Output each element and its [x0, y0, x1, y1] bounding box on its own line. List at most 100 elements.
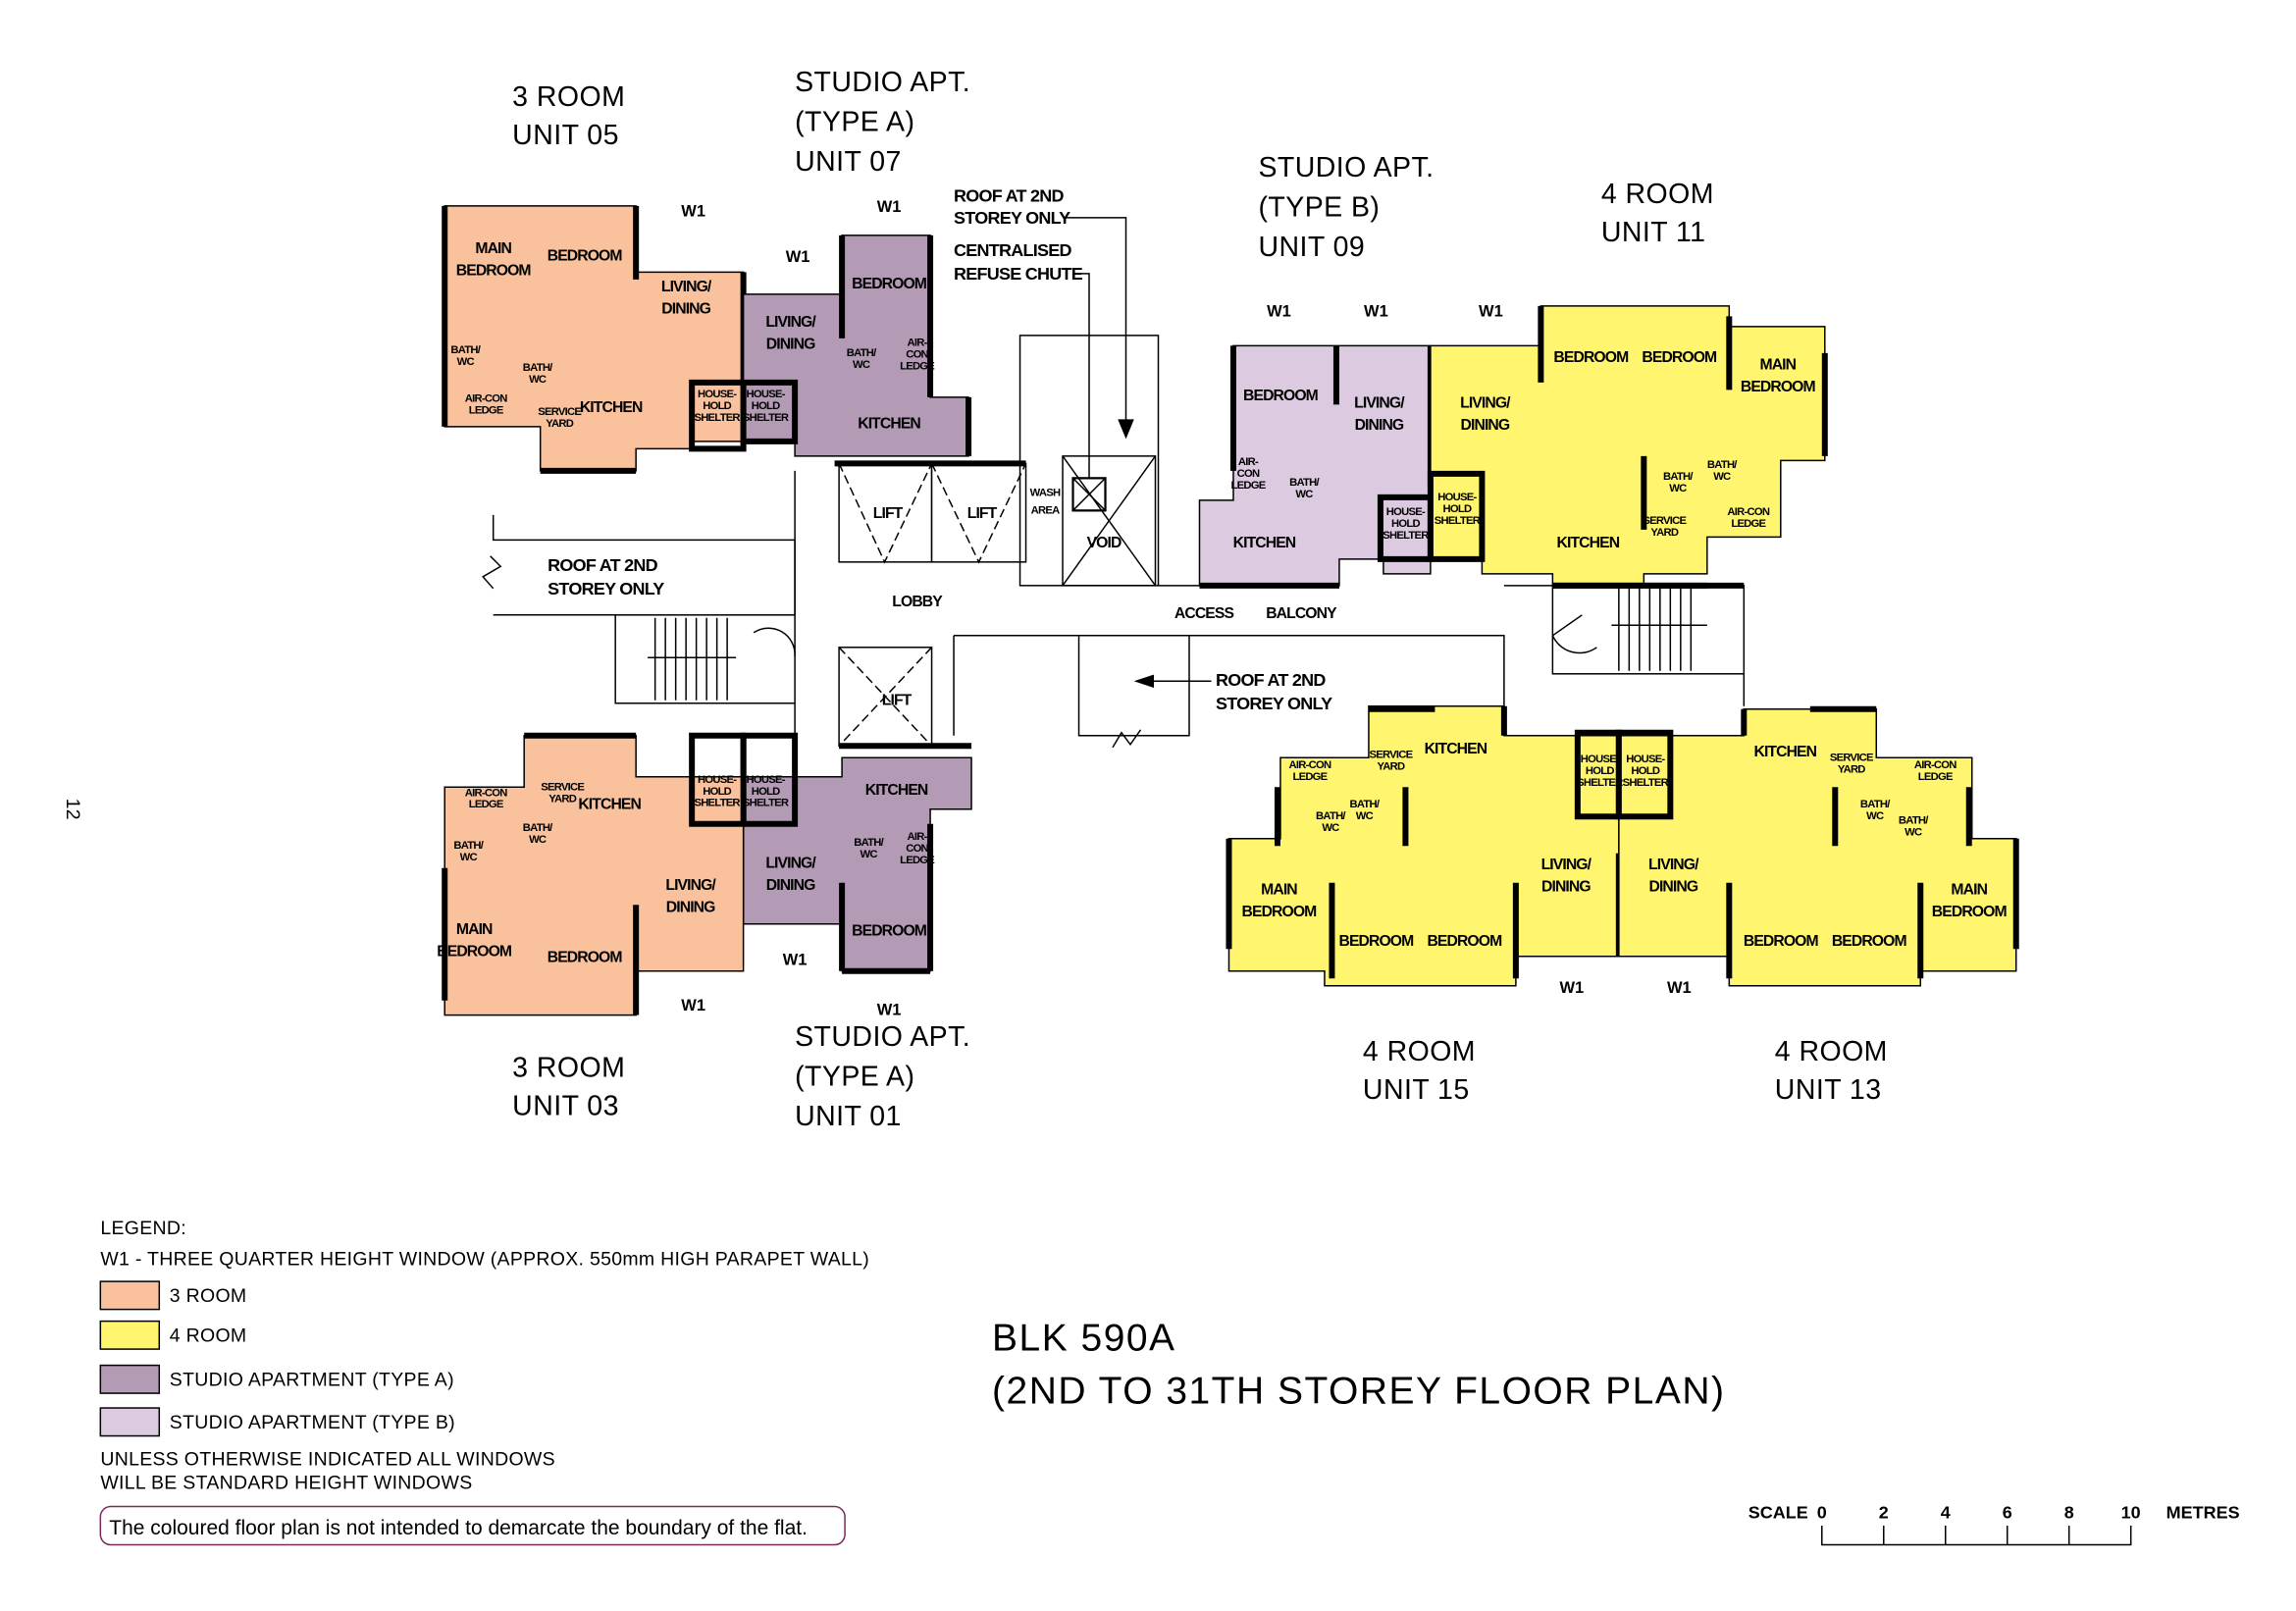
unit-title: STUDIO APT.(TYPE A)UNIT 01 — [795, 1021, 970, 1132]
scale-unit: METRES — [2166, 1503, 2240, 1523]
room-label: BATH/WC — [523, 362, 553, 386]
window-w1-tag: W1 — [681, 202, 705, 220]
plan-subtitle: (2ND TO 31TH STOREY FLOOR PLAN) — [992, 1371, 1725, 1413]
scale-tick: 8 — [2064, 1503, 2074, 1523]
scale-label: SCALE — [1748, 1503, 1808, 1523]
room-label: BATH/WC — [1860, 799, 1891, 822]
window-w1-tag: W1 — [1560, 979, 1585, 997]
wall — [740, 732, 934, 974]
room-label: BEDROOM — [548, 247, 623, 264]
room-label: BATH/WC — [450, 344, 481, 368]
room-label: KITCHEN — [1425, 741, 1487, 757]
legend-swatch — [99, 1320, 161, 1350]
scale-tick: 4 — [1941, 1503, 1951, 1523]
unit-shapes — [442, 205, 2019, 1016]
wall — [442, 732, 747, 1015]
disclaimer-text: The coloured floor plan is not intended … — [109, 1517, 808, 1539]
unit-u15-area — [1227, 705, 1620, 987]
legend-w1-description: W1 - THREE QUARTER HEIGHT WINDOW (APPROX… — [100, 1249, 869, 1271]
room-label: BEDROOM — [1553, 349, 1629, 366]
room-label: BATH/WC — [523, 822, 553, 846]
lift-label: LIFT — [882, 692, 913, 708]
room-label: BATH/WC — [1663, 471, 1694, 494]
legend-item-label: STUDIO APARTMENT (TYPE B) — [170, 1412, 455, 1433]
lift-label: LIFT — [873, 505, 904, 522]
legend-heading: LEGEND: — [100, 1218, 186, 1239]
wall — [1427, 305, 1828, 589]
window-w1-tag: W1 — [1667, 979, 1692, 997]
disclaimer-box — [99, 1505, 846, 1546]
legend-item-label: 3 ROOM — [170, 1285, 247, 1307]
window-w1-tag: W1 — [1364, 302, 1388, 320]
plan-title: BLK 590A — [992, 1318, 1176, 1360]
room-label: BATH/WC — [1899, 815, 1929, 839]
room-label: BEDROOM — [1832, 933, 1907, 950]
lift-shaft-2 — [930, 462, 1027, 563]
roof-outline-middle — [953, 635, 1505, 749]
lift-shaft-1 — [838, 462, 933, 563]
room-label: LIVING/DINING — [661, 279, 712, 317]
legend-swatch — [99, 1407, 161, 1437]
room-label: BEDROOM — [852, 923, 927, 940]
wall — [1615, 705, 2019, 979]
room-label: LIVING/DINING — [1354, 394, 1405, 433]
access-label: ACCESS — [1174, 605, 1234, 622]
window-w1-tag: W1 — [877, 198, 902, 216]
room-label: BEDROOM — [548, 950, 623, 966]
legend-swatch — [99, 1280, 161, 1311]
room-label: KITCHEN — [858, 415, 920, 432]
room-label: LIVING/DINING — [765, 856, 816, 894]
scale-tick: 6 — [2003, 1503, 2012, 1523]
room-label: LIVING/DINING — [765, 314, 816, 352]
unit-title: STUDIO APT.(TYPE A)UNIT 07 — [795, 67, 970, 178]
void-label: VOID — [1087, 535, 1122, 551]
room-label: BEDROOM — [1642, 349, 1717, 366]
scale-tick: 10 — [2121, 1503, 2141, 1523]
room-label: KITCHEN — [865, 782, 928, 799]
window-w1-tag: W1 — [783, 952, 808, 969]
staircase-right — [1551, 585, 1746, 675]
room-label: BATH/WC — [847, 347, 877, 371]
wall — [740, 234, 972, 456]
window-w1-tag: W1 — [1267, 302, 1291, 320]
room-label: LIVING/DINING — [1541, 857, 1592, 895]
room-label: KITCHEN — [1753, 744, 1816, 760]
room-label: LIVING/DINING — [1460, 394, 1511, 433]
legend-item-label: 4 ROOM — [170, 1325, 247, 1347]
unit-title: STUDIO APT.(TYPE B)UNIT 09 — [1258, 152, 1434, 263]
window-w1-tag: W1 — [681, 997, 705, 1014]
legend-swatch — [99, 1364, 161, 1394]
room-label: BEDROOM — [1427, 933, 1502, 950]
